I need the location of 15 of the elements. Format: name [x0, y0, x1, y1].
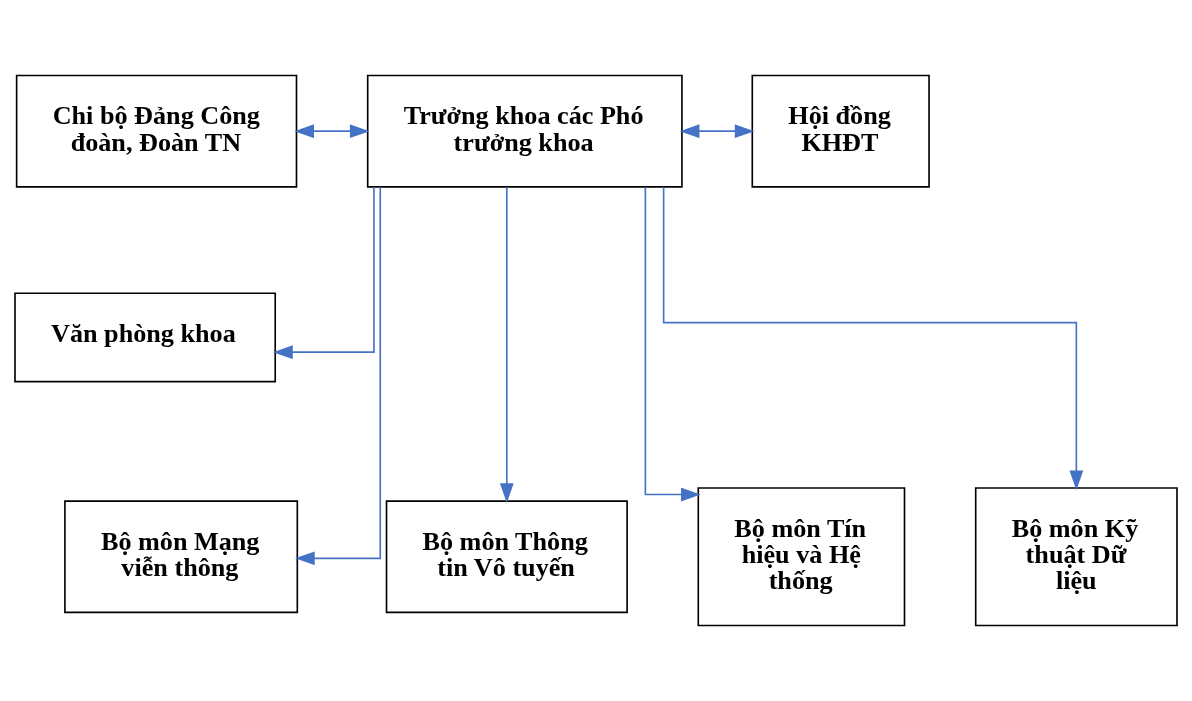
arrow: [644, 186, 701, 502]
node-box: Bộ môn Kỹ thuật Dữ liệu: [974, 487, 1178, 627]
arrow: [295, 186, 382, 566]
arrow: [499, 186, 514, 503]
node-box: Bộ môn Thông tin Vô tuyến: [385, 500, 628, 614]
node-box: Bộ môn Mạng viễn thông: [64, 500, 299, 614]
node-box: Văn phòng khoa: [14, 292, 277, 383]
node-box: Bộ môn Tín hiệu và Hệ thống: [697, 487, 906, 627]
node-box: Chi bộ Đảng Công đoàn, Đoàn TN: [15, 74, 298, 188]
arrow: [679, 124, 755, 139]
node-box: Trưởng khoa các Phó trưởng khoa: [366, 74, 683, 188]
arrow: [294, 124, 370, 139]
node-box: Hội đồng KHĐT: [751, 74, 930, 188]
arrow: [273, 186, 375, 359]
arrow: [662, 186, 1084, 491]
